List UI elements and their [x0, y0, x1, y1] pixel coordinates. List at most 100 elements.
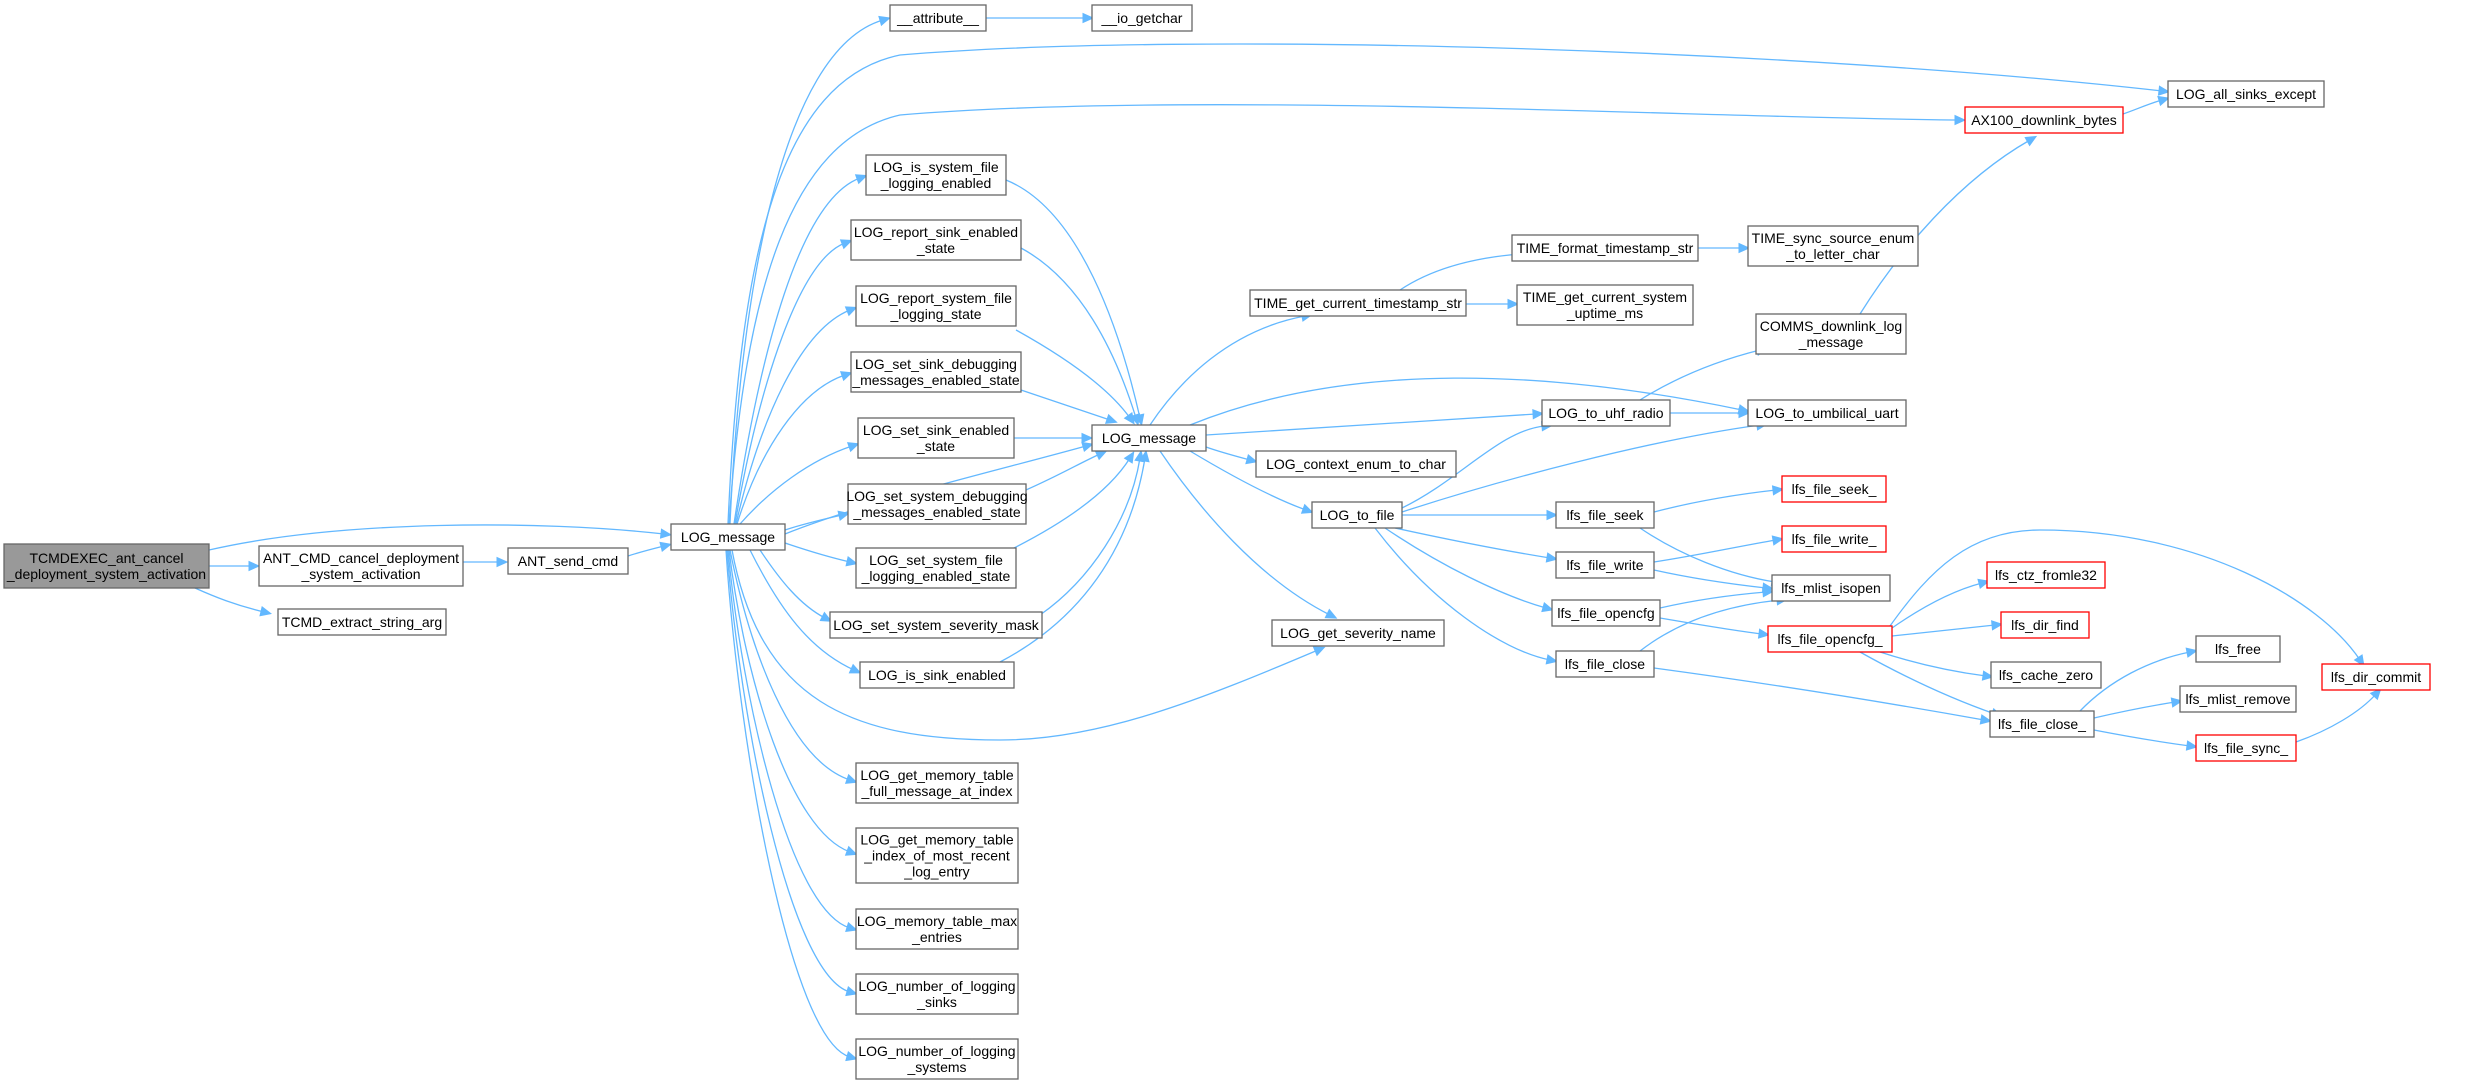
- node-lfs_file_write[interactable]: lfs_file_write: [1555, 551, 1655, 579]
- edge-log_message_a-to-log_set_sink_enabled: [739, 442, 860, 525]
- edge-ax100-to-log_all_sinks: [2122, 95, 2170, 115]
- node-label: TIME_get_current_system: [1523, 289, 1687, 305]
- node-label: _system_activation: [300, 566, 420, 582]
- edge-log_message_a-to-log_set_sink_debug: [736, 371, 853, 525]
- node-time_sync_enum[interactable]: TIME_sync_source_enum_to_letter_char: [1747, 225, 1919, 267]
- node-label: _full_message_at_index: [861, 783, 1013, 799]
- node-log_all_sinks[interactable]: LOG_all_sinks_except: [2167, 80, 2325, 108]
- node-attribute[interactable]: __attribute__: [889, 4, 987, 32]
- node-log_report_sink[interactable]: LOG_report_sink_enabled_state: [850, 219, 1022, 261]
- node-time_format_ts[interactable]: TIME_format_timestamp_str: [1511, 234, 1699, 262]
- node-log_set_sink_debug[interactable]: LOG_set_sink_debugging_messages_enabled_…: [850, 351, 1022, 393]
- node-label: LOG_is_system_file: [873, 159, 998, 175]
- node-lfs_file_write_[interactable]: lfs_file_write_: [1781, 525, 1887, 553]
- edge-tcmdexec-to-log_message_a: [208, 524, 673, 551]
- node-label: LOG_number_of_logging: [858, 1043, 1015, 1059]
- edge-lfs_file_seek-to-lfs_mlist_isopen: [1639, 527, 1784, 587]
- node-label: lfs_mlist_remove: [2185, 691, 2290, 707]
- edge-tcmdexec-to-tcmd_extract: [194, 587, 272, 617]
- node-label: COMMS_downlink_log: [1760, 318, 1902, 334]
- edge-log_message_a-to-log_num_sinks: [726, 549, 858, 997]
- edge-comms_downlink-to-ax100: [1859, 135, 2038, 315]
- edge-log_to_file-to-lfs_file_opencfg: [1384, 527, 1554, 613]
- node-log_num_sinks[interactable]: LOG_number_of_logging_sinks: [855, 973, 1019, 1015]
- edge-layer: [194, 12, 2382, 1062]
- node-label: lfs_dir_commit: [2331, 669, 2421, 685]
- node-ant_send_cmd[interactable]: ANT_send_cmd: [507, 547, 629, 575]
- node-label: TCMDEXEC_ant_cancel: [29, 550, 183, 566]
- node-label: lfs_file_close_: [1998, 716, 2086, 732]
- node-log_set_system_severity[interactable]: LOG_set_system_severity_mask: [829, 611, 1043, 639]
- edge-lfs_file_close_-to-lfs_mlist_remove: [2093, 697, 2184, 719]
- edge-log_message_a-to-log_num_systems: [725, 549, 858, 1062]
- node-lfs_file_close[interactable]: lfs_file_close: [1555, 650, 1655, 678]
- node-log_get_mem_index[interactable]: LOG_get_memory_table_index_of_most_recen…: [855, 827, 1019, 884]
- node-ant_cmd_cancel[interactable]: ANT_CMD_cancel_deployment_system_activat…: [258, 545, 464, 587]
- node-tcmd_extract[interactable]: TCMD_extract_string_arg: [277, 608, 447, 636]
- node-label: LOG_report_sink_enabled: [854, 224, 1018, 240]
- node-label: ANT_CMD_cancel_deployment: [263, 550, 459, 566]
- node-lfs_file_seek[interactable]: lfs_file_seek: [1555, 501, 1655, 529]
- node-lfs_mlist_remove[interactable]: lfs_mlist_remove: [2179, 685, 2297, 713]
- edge-log_set_system_debug-to-log_message_b: [1025, 450, 1108, 491]
- edge-tcmdexec-to-ant_cmd_cancel: [208, 560, 261, 572]
- node-log_mem_max[interactable]: LOG_memory_table_max_entries: [855, 908, 1019, 950]
- node-label: TCMD_extract_string_arg: [282, 614, 442, 630]
- node-lfs_dir_find[interactable]: lfs_dir_find: [2000, 611, 2090, 639]
- edge-ant_cmd_cancel-to-ant_send_cmd: [463, 556, 509, 568]
- node-label: LOG_set_system_file: [869, 552, 1003, 568]
- node-log_is_system_file[interactable]: LOG_is_system_file_logging_enabled: [865, 154, 1007, 196]
- edge-log_message_a-to-log_report_sink: [734, 239, 853, 525]
- node-label: _messages_enabled_state: [852, 504, 1021, 520]
- edge-lfs_file_seek-to-lfs_file_seek_: [1653, 485, 1785, 513]
- node-label: lfs_file_write: [1566, 557, 1643, 573]
- edge-lfs_file_opencfg_-to-lfs_dir_commit: [1889, 529, 2365, 667]
- node-label: LOG_to_file: [1320, 507, 1395, 523]
- node-log_set_system_debug[interactable]: LOG_set_system_debugging_messages_enable…: [846, 483, 1028, 525]
- node-log_set_system_file[interactable]: LOG_set_system_file_logging_enabled_stat…: [855, 547, 1017, 589]
- node-label: lfs_file_opencfg: [1557, 605, 1654, 621]
- node-label: LOG_context_enum_to_char: [1266, 456, 1446, 472]
- node-tcmdexec[interactable]: TCMDEXEC_ant_cancel_deployment_system_ac…: [3, 543, 210, 589]
- edge-attribute-to-io_getchar: [986, 12, 1095, 24]
- node-time_get_ts[interactable]: TIME_get_current_timestamp_str: [1249, 289, 1467, 317]
- edge-log_to_file-to-lfs_file_close: [1374, 527, 1559, 665]
- node-lfs_file_sync_[interactable]: lfs_file_sync_: [2195, 734, 2297, 762]
- node-log_get_severity[interactable]: LOG_get_severity_name: [1271, 619, 1445, 647]
- node-label: LOG_get_memory_table: [860, 767, 1014, 783]
- node-lfs_ctz_fromle32[interactable]: lfs_ctz_fromle32: [1986, 561, 2106, 589]
- edge-lfs_file_opencfg_-to-lfs_cache_zero: [1879, 651, 1995, 681]
- node-log_to_umbilical[interactable]: LOG_to_umbilical_uart: [1747, 399, 1907, 427]
- node-comms_downlink[interactable]: COMMS_downlink_log_message: [1755, 313, 1907, 355]
- node-log_is_sink_enabled[interactable]: LOG_is_sink_enabled: [859, 661, 1015, 689]
- node-log_set_sink_enabled[interactable]: LOG_set_sink_enabled_state: [857, 417, 1015, 459]
- node-lfs_dir_commit[interactable]: lfs_dir_commit: [2321, 663, 2431, 691]
- edge-log_is_system_file-to-log_message_b: [1005, 179, 1145, 426]
- node-label: __attribute__: [896, 10, 979, 26]
- node-lfs_file_opencfg_[interactable]: lfs_file_opencfg_: [1767, 625, 1893, 653]
- node-lfs_file_seek_[interactable]: lfs_file_seek_: [1781, 475, 1887, 503]
- node-label: _to_letter_char: [1785, 246, 1880, 262]
- edge-log_report_sink-to-log_message_b: [1020, 247, 1140, 426]
- node-log_num_systems[interactable]: LOG_number_of_logging_systems: [855, 1038, 1019, 1080]
- node-log_to_uhf[interactable]: LOG_to_uhf_radio: [1541, 399, 1671, 427]
- edge-log_to_uhf-to-comms_downlink: [1639, 345, 1768, 401]
- node-lfs_file_close_[interactable]: lfs_file_close_: [1989, 710, 2095, 738]
- node-time_uptime[interactable]: TIME_get_current_system_uptime_ms: [1516, 284, 1694, 326]
- node-lfs_free[interactable]: lfs_free: [2195, 635, 2281, 663]
- node-lfs_cache_zero[interactable]: lfs_cache_zero: [1990, 661, 2102, 689]
- node-log_message_b[interactable]: LOG_message: [1091, 424, 1207, 452]
- node-log_get_mem_full[interactable]: LOG_get_memory_table_full_message_at_ind…: [855, 762, 1019, 804]
- edge-log_message_a-to-log_get_mem_full: [729, 549, 858, 784]
- node-log_to_file[interactable]: LOG_to_file: [1311, 501, 1403, 529]
- node-label: LOG_get_memory_table: [860, 832, 1014, 848]
- node-log_context_enum[interactable]: LOG_context_enum_to_char: [1255, 450, 1457, 478]
- node-log_message_a[interactable]: LOG_message: [670, 523, 786, 551]
- edge-log_message_a-to-attribute: [729, 15, 891, 525]
- node-lfs_file_opencfg[interactable]: lfs_file_opencfg: [1551, 599, 1661, 627]
- node-io_getchar[interactable]: __io_getchar: [1091, 4, 1193, 32]
- node-label: _logging_state: [889, 306, 981, 322]
- node-lfs_mlist_isopen[interactable]: lfs_mlist_isopen: [1771, 574, 1891, 602]
- node-ax100[interactable]: AX100_downlink_bytes: [1964, 106, 2124, 134]
- node-log_report_system_file[interactable]: LOG_report_system_file_logging_state: [855, 285, 1017, 327]
